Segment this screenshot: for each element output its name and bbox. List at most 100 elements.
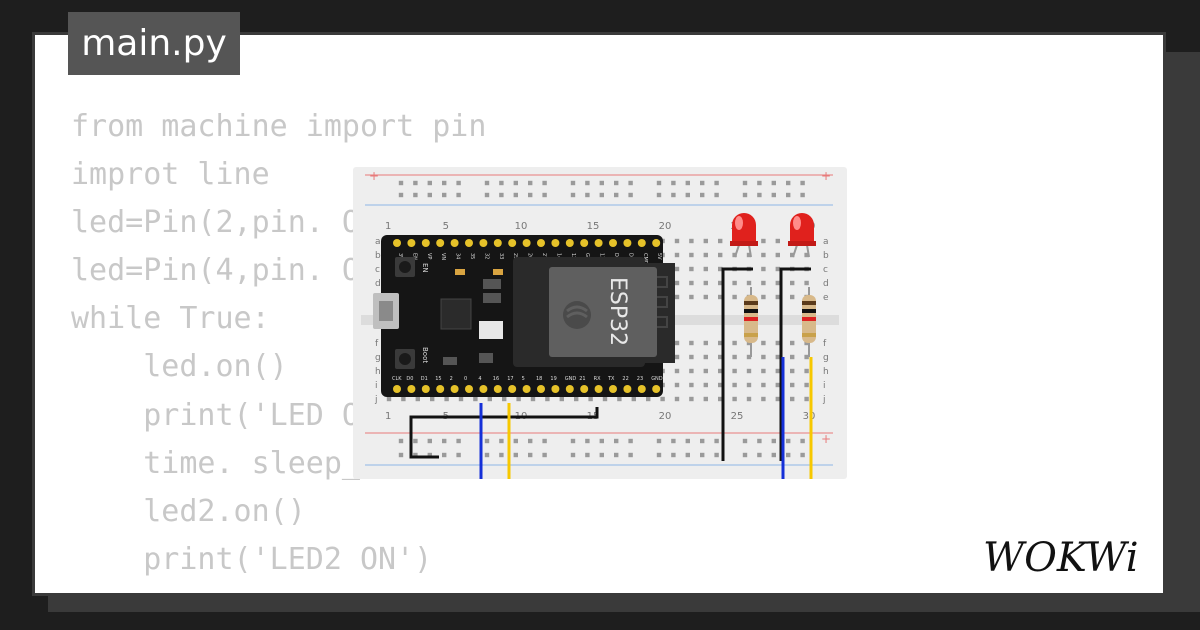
esp32-pin[interactable] — [594, 385, 603, 393]
column-number-bottom: 30 — [803, 411, 816, 422]
esp32-pin[interactable] — [580, 385, 589, 393]
esp32-pin[interactable] — [609, 385, 617, 393]
esp32-pin[interactable] — [479, 239, 488, 247]
breadboard-hole — [674, 280, 680, 286]
filename-tab[interactable]: main.py — [68, 12, 240, 75]
esp32-pin[interactable] — [537, 239, 545, 247]
esp32-pin[interactable] — [479, 385, 488, 393]
row-letter: j — [374, 395, 378, 405]
esp32-pin[interactable] — [393, 385, 401, 393]
top-rail-plus-right: + — [821, 169, 831, 183]
esp32-pin[interactable] — [594, 239, 603, 247]
breadboard-hole — [614, 452, 619, 458]
breadboard-hole — [430, 396, 435, 402]
led-1[interactable] — [730, 213, 758, 258]
wire-black-led2[interactable] — [779, 267, 811, 461]
wire-black-gnd[interactable] — [409, 407, 599, 459]
esp32-pin[interactable] — [508, 239, 517, 247]
breadboard-hole — [790, 252, 795, 258]
esp32-pin-label: D1 — [421, 376, 428, 382]
esp32-pin[interactable] — [652, 239, 661, 247]
esp32-pin[interactable] — [465, 239, 473, 247]
esp32-pin[interactable] — [493, 385, 502, 393]
breadboard-hole — [700, 452, 705, 458]
breadboard-hole — [628, 452, 633, 458]
breadboard-hole — [484, 192, 490, 198]
breadboard-hole — [771, 438, 776, 444]
breadboard-hole — [761, 382, 766, 388]
esp32-pin[interactable] — [421, 239, 430, 247]
breadboard-hole — [775, 266, 780, 272]
breadboard-hole — [790, 280, 795, 286]
breadboard-hole — [674, 266, 680, 272]
esp32-pin-label: D2 — [613, 253, 619, 260]
esp32-pin[interactable] — [465, 385, 473, 393]
esp32-pin[interactable] — [522, 385, 531, 393]
esp32-pin[interactable] — [493, 239, 502, 247]
esp32-pin[interactable] — [652, 385, 661, 393]
esp32-pin[interactable] — [551, 239, 560, 247]
led-2[interactable] — [788, 213, 816, 258]
breadboard-hole — [614, 192, 619, 198]
en-button-cap[interactable] — [399, 261, 411, 273]
breadboard-hole — [771, 452, 776, 458]
column-number-top: 10 — [515, 221, 528, 232]
esp32-pin[interactable] — [623, 385, 632, 393]
breadboard-hole — [602, 396, 608, 402]
esp32-pin[interactable] — [407, 385, 416, 393]
esp32-pin-label: EN — [411, 253, 417, 260]
esp32-pin[interactable] — [393, 239, 401, 247]
esp32-pin[interactable] — [637, 239, 646, 247]
breadboard-hole — [671, 180, 676, 186]
esp32-pin[interactable] — [537, 385, 545, 393]
esp32-pin[interactable] — [436, 385, 445, 393]
esp32-pin[interactable] — [508, 385, 517, 393]
esp32-pin[interactable] — [421, 385, 430, 393]
smd-component — [483, 293, 501, 303]
wire-black-led1[interactable] — [721, 267, 753, 461]
breadboard-hole — [656, 192, 662, 198]
esp32-pin[interactable] — [407, 239, 416, 247]
breadboard-hole — [628, 180, 633, 186]
esp32-pin[interactable] — [565, 385, 574, 393]
esp32-pin-label: RX — [594, 376, 601, 382]
column-number-top: 15 — [587, 221, 600, 232]
esp32-board[interactable]: 3V3ENVPVN343532332526271412GND13D2D3CMD5… — [373, 235, 675, 397]
breadboard-hole — [484, 438, 490, 444]
wire-blue[interactable] — [479, 357, 785, 479]
wokwi-logo: WOKWi — [983, 535, 1139, 581]
breadboard-hole — [761, 266, 766, 272]
breadboard-hole — [800, 438, 805, 444]
esp32-pin[interactable] — [623, 239, 632, 247]
breadboard-hole — [585, 192, 590, 198]
resistor-2[interactable] — [802, 287, 816, 357]
breadboard-hole — [786, 180, 791, 186]
esp32-pin[interactable] — [450, 239, 459, 247]
breadboard-hole — [746, 252, 752, 258]
esp32-pin[interactable] — [551, 385, 560, 393]
boot-button-cap[interactable] — [399, 353, 411, 365]
esp32-pin[interactable] — [609, 239, 617, 247]
esp32-pin[interactable] — [565, 239, 574, 247]
simulation-diagram[interactable]: + + + 115510101515202025253030aabbccddee… — [353, 167, 847, 479]
resistor-1[interactable] — [744, 287, 758, 357]
esp32-pin[interactable] — [637, 385, 646, 393]
esp32-pin[interactable] — [436, 239, 445, 247]
espressif-swoosh-icon — [566, 305, 588, 319]
esp32-pin[interactable] — [580, 239, 589, 247]
esp32-pin[interactable] — [450, 385, 459, 393]
breadboard-hole — [775, 294, 780, 300]
breadboard-hole — [761, 252, 766, 258]
breadboard-hole — [401, 396, 406, 402]
esp32-pin-label: 0 — [464, 376, 467, 382]
breadboard-hole — [703, 354, 708, 360]
esp32-shield — [549, 267, 657, 357]
esp32-pin-label: 13 — [599, 253, 605, 259]
esp32-pin-label: 4 — [478, 376, 481, 382]
breadboard-hole — [442, 438, 447, 444]
esp32-pin[interactable] — [522, 239, 531, 247]
boot-label: Boot — [421, 347, 429, 363]
esp32-pin-label: 33 — [498, 253, 504, 259]
breadboard-hole — [742, 452, 748, 458]
